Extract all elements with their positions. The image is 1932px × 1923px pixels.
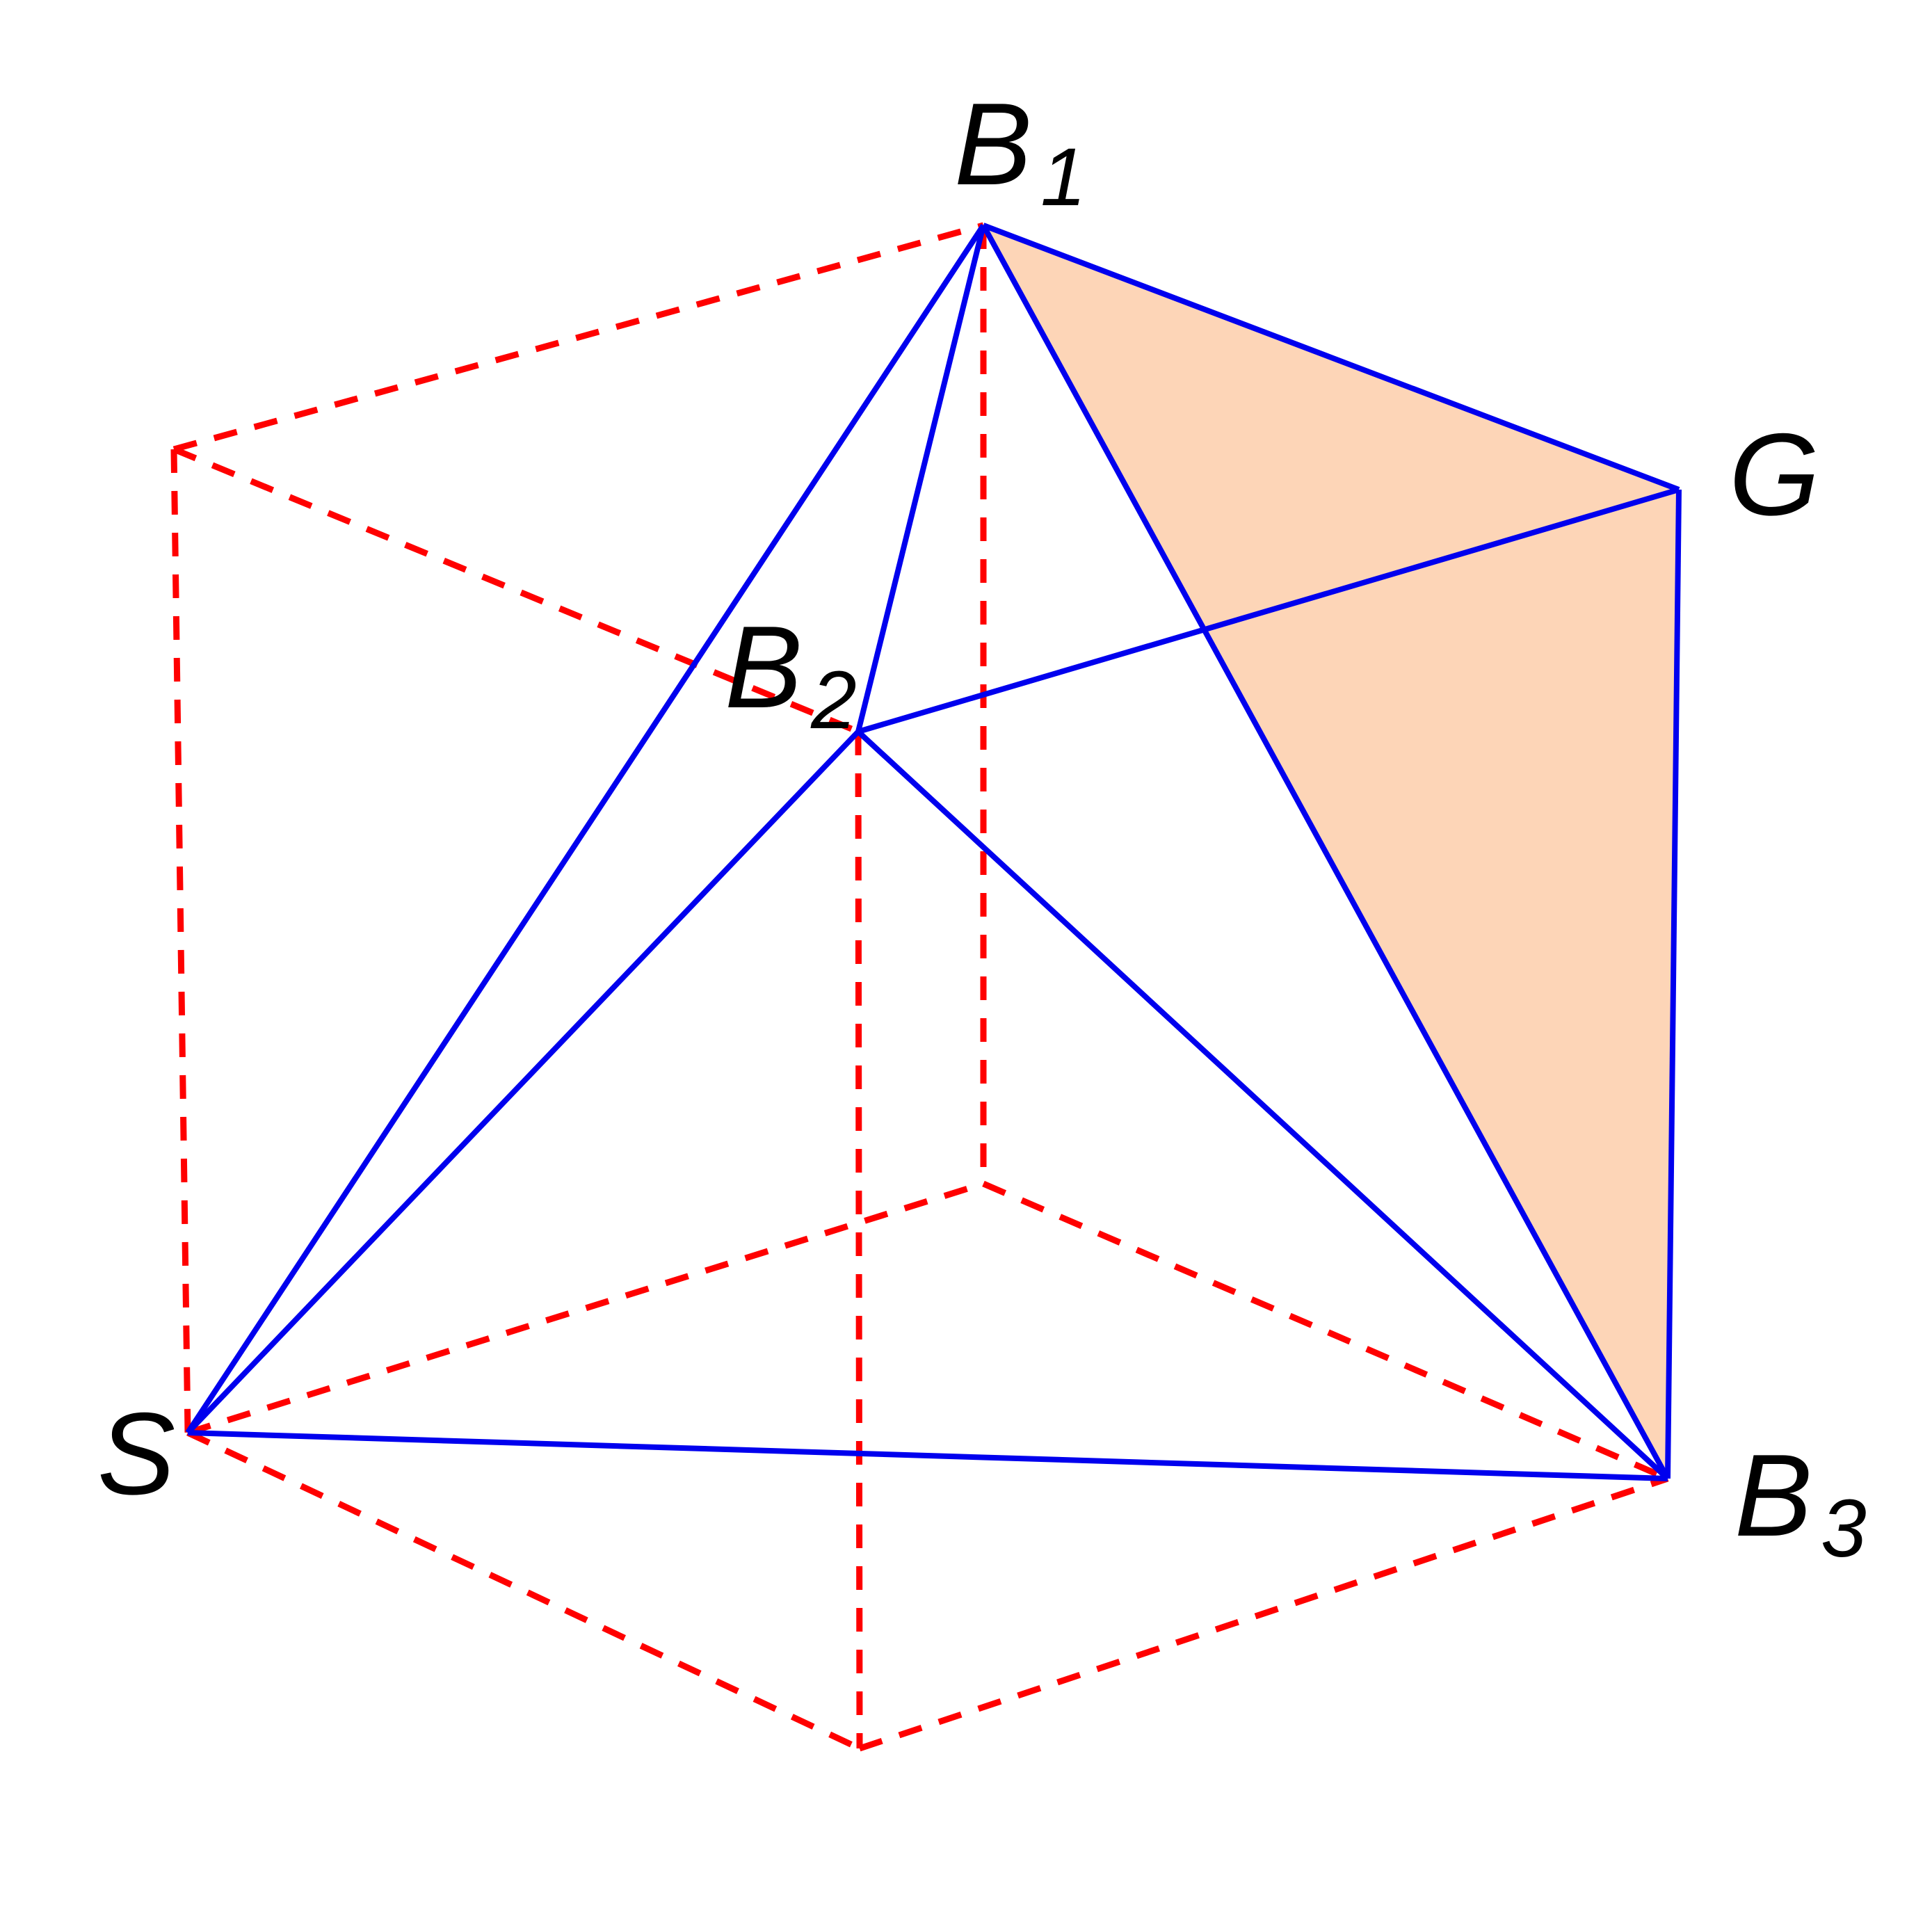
label-s: S [97, 1388, 175, 1519]
cube-edge-top-back [172, 222, 985, 453]
cube-edge-bottom-fr [858, 1475, 1669, 1752]
label-b2-subscript: 2 [810, 654, 857, 746]
label-b3-letter: B [1734, 1430, 1812, 1561]
label-b3-subscript: 3 [1821, 1483, 1867, 1575]
cube-edge-bottom-sf [186, 1429, 861, 1752]
edge-g-b3 [1665, 489, 1682, 1479]
edge-s-b3 [187, 1430, 1668, 1481]
cube-edge-bottom-sb [186, 1180, 985, 1436]
label-b2-letter: B [725, 602, 803, 732]
label-b1-subscript: 1 [1040, 131, 1086, 223]
tetrahedron-edges [185, 223, 1682, 1481]
edge-b2-g [857, 487, 1680, 734]
cube-edge-front-vert [855, 731, 863, 1749]
edge-s-b2 [186, 730, 860, 1435]
edge-b2-b3 [856, 730, 1670, 1481]
label-g: G [1729, 409, 1820, 540]
cube-edge-left-vert [170, 449, 191, 1433]
label-b1-letter: B [954, 79, 1032, 209]
edge-b1-b2 [855, 225, 986, 732]
edge-b1-g [982, 223, 1680, 492]
edge-s-b1 [185, 223, 986, 1435]
edge-b1-b3 [981, 224, 1671, 1480]
cube-edges [170, 222, 1669, 1752]
